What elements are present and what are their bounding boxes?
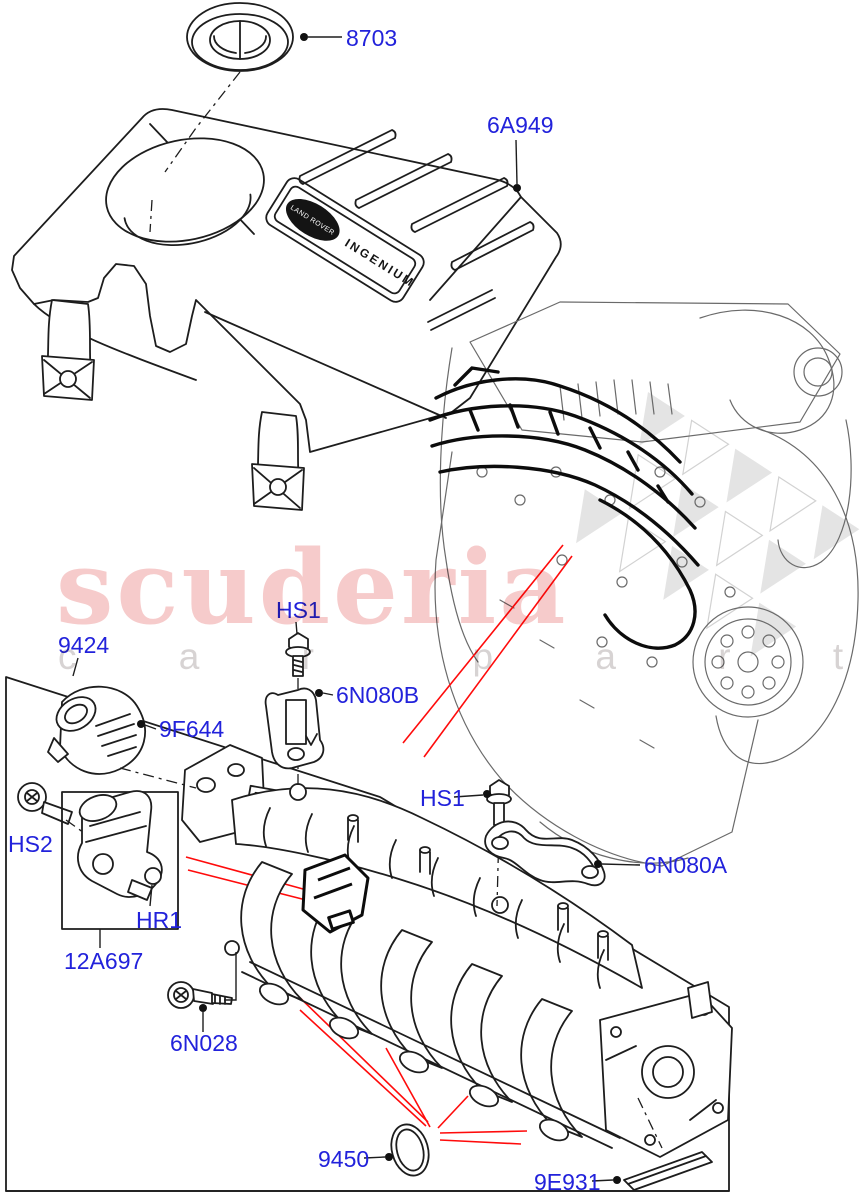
part-label-9450[interactable]: 9450 — [318, 1146, 369, 1172]
bracket-6n080b-part — [264, 687, 325, 770]
installed-sensor-highlight — [301, 853, 370, 934]
hs1-right-bolt-part — [486, 779, 512, 907]
oil-filler-cap — [149, 2, 294, 233]
gasket-9e931-part — [623, 1097, 713, 1191]
sub-box-12a697 — [61, 790, 179, 948]
chevron-watermark — [576, 392, 860, 657]
part-label-9F644[interactable]: 9F644 — [159, 716, 224, 742]
part-label-6A949[interactable]: 6A949 — [487, 112, 554, 138]
part-label-12A697[interactable]: 12A697 — [64, 948, 143, 974]
part-labels: 8703 6A949 HS1 6N080B 9424 9F644 HS2 HR1… — [8, 25, 728, 1195]
part-label-HS2[interactable]: HS2 — [8, 831, 53, 857]
part-label-HR1[interactable]: HR1 — [136, 907, 182, 933]
part-label-HS1-top[interactable]: HS1 — [276, 597, 321, 623]
part-label-8703[interactable]: 8703 — [346, 25, 397, 51]
part-label-HS1-right[interactable]: HS1 — [420, 785, 465, 811]
intake-manifold-illustration — [181, 744, 733, 1158]
strap-6n080a-part — [484, 820, 606, 887]
part-label-6N080B[interactable]: 6N080B — [336, 682, 419, 708]
part-label-9424[interactable]: 9424 — [58, 632, 109, 658]
screw-6n028-part — [167, 952, 237, 1009]
part-label-9E931[interactable]: 9E931 — [534, 1169, 601, 1195]
leader-lines — [72, 33, 641, 1184]
purge-valve-part — [47, 685, 197, 789]
engine-cover-illustration: LAND ROVER INGENIUM — [11, 108, 562, 511]
part-label-6N028[interactable]: 6N028 — [170, 1030, 238, 1056]
installed-manifold-highlight — [428, 366, 700, 650]
part-label-6N080A[interactable]: 6N080A — [644, 852, 728, 878]
seal-9450-part — [390, 1123, 430, 1177]
engine-assembly-illustration — [428, 301, 859, 867]
